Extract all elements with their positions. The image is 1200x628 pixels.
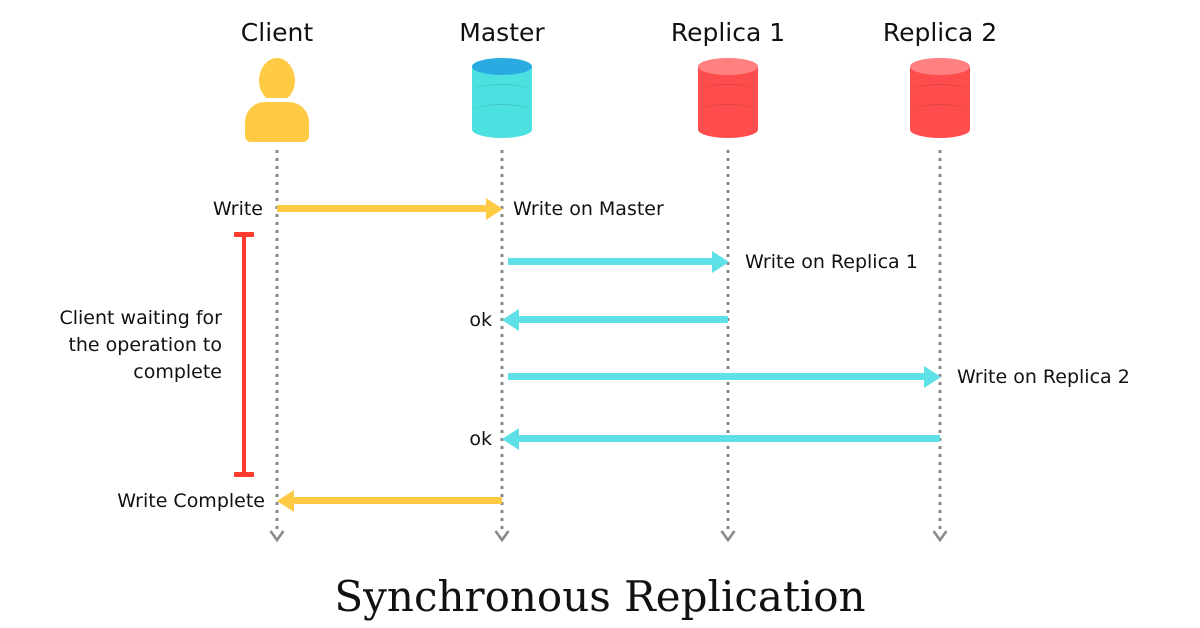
database-icon-master — [392, 58, 612, 146]
chevron-down-icon-replica-2 — [932, 530, 948, 544]
chevron-down-icon-client — [269, 530, 285, 544]
lifeline-master — [500, 150, 504, 530]
note-line-2: the operation to — [68, 334, 222, 356]
actor-client: Client — [167, 18, 387, 146]
message-label-write-on-replica-2: Write on Replica 2 — [957, 366, 1130, 388]
actor-master: Master — [392, 18, 612, 146]
note-line-3: complete — [133, 361, 222, 383]
lifeline-client — [275, 150, 279, 530]
client-waiting-note: Client waiting for the operation to comp… — [18, 305, 222, 386]
chevron-down-icon-replica-1 — [720, 530, 736, 544]
actor-replica-2: Replica 2 — [830, 18, 1050, 146]
message-label-write: Write — [212, 198, 263, 220]
arrowhead-ok-replica-1 — [502, 309, 519, 331]
client-waiting-bracket — [234, 232, 254, 477]
note-line-1: Client waiting for — [59, 307, 222, 329]
arrowhead-write-complete — [277, 490, 294, 512]
person-icon — [167, 58, 387, 146]
message-label-ok-replica-2: ok — [469, 428, 492, 450]
actor-label-replica-1: Replica 1 — [670, 18, 786, 47]
chevron-down-icon-master — [494, 530, 510, 544]
message-label-write-complete: Write Complete — [117, 490, 265, 512]
message-label-write-on-replica-1: Write on Replica 1 — [745, 251, 918, 273]
arrowhead-write-on-replica-2 — [924, 366, 941, 388]
message-label-ok-replica-1: ok — [469, 309, 492, 331]
message-arrow-write-on-replica-2 — [508, 373, 924, 380]
actor-replica-1: Replica 1 — [618, 18, 838, 146]
actor-label-replica-2: Replica 2 — [882, 18, 998, 47]
arrowhead-write-on-master — [486, 198, 503, 220]
message-arrow-ok-replica-1 — [519, 316, 728, 323]
message-arrow-ok-replica-2 — [519, 435, 940, 442]
message-arrow-write-complete — [294, 497, 502, 504]
arrowhead-ok-replica-2 — [502, 428, 519, 450]
actor-label-client: Client — [240, 18, 314, 47]
lifeline-replica-1 — [726, 150, 730, 530]
message-arrow-write-on-master — [277, 205, 486, 212]
message-arrow-write-on-replica-1 — [508, 258, 712, 265]
database-icon-replica-1 — [618, 58, 838, 146]
database-icon-replica-2 — [830, 58, 1050, 146]
page-title: Synchronous Replication — [334, 572, 866, 621]
actor-label-master: Master — [459, 18, 545, 47]
message-label-write-on-master: Write on Master — [513, 198, 664, 220]
arrowhead-write-on-replica-1 — [712, 251, 729, 273]
lifeline-replica-2 — [938, 150, 942, 530]
